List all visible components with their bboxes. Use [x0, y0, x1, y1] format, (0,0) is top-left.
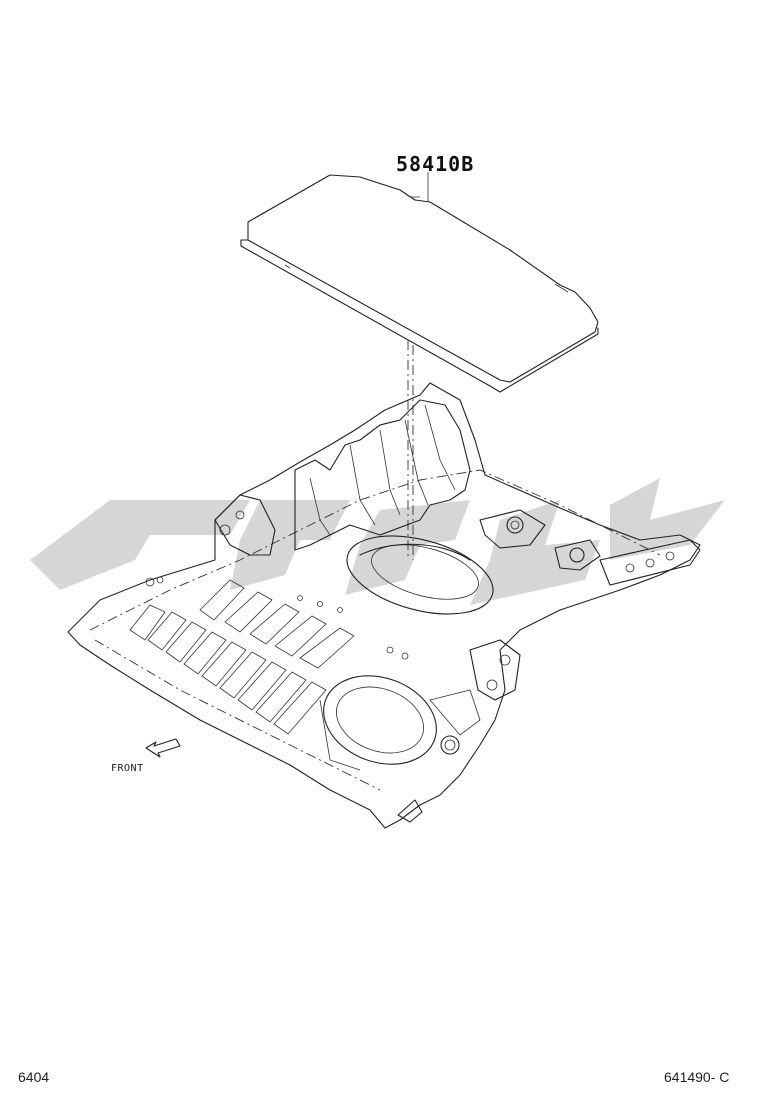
floor-board-part[interactable]: [240, 174, 599, 393]
alignment-lines: [407, 340, 414, 560]
floor-pan-body: [67, 382, 701, 829]
diagram-code-left: 6404: [18, 1069, 50, 1085]
front-direction-label: FRONT: [111, 763, 144, 774]
front-arrow-icon: [145, 738, 181, 758]
diagram-code-right: 641490- C: [664, 1069, 730, 1085]
part-number-label[interactable]: 58410B: [396, 152, 475, 176]
